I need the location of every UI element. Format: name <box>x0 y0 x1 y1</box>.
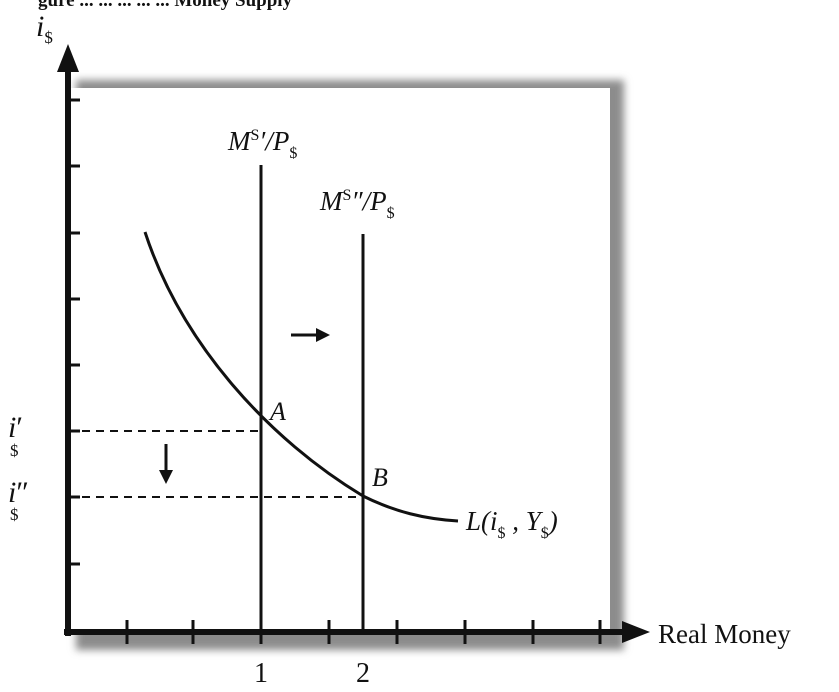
x-axis-ticks <box>125 620 602 644</box>
shift-right-arrow-icon <box>291 328 330 342</box>
down-arrow-icon <box>159 444 173 484</box>
y-axis-ticks <box>68 98 80 566</box>
y-axis-arrowhead <box>57 44 79 72</box>
point-label-a: A <box>268 397 286 426</box>
money-supply-label-1: MS′/P$ <box>227 126 297 162</box>
plot-panel <box>68 88 610 634</box>
rate-label-i2-subscript: $ <box>10 505 19 524</box>
x-axis-label: Real Money <box>658 619 791 649</box>
y-axis-symbol: i <box>36 10 44 43</box>
rate-label-i1-subscript: $ <box>10 441 19 460</box>
x-tick-label-1: 1 <box>254 658 268 689</box>
point-label-b: B <box>372 463 388 492</box>
figure-title-fragment: gure ... ... ... ... ... Money Supply <box>38 0 293 11</box>
x-axis-arrowhead <box>622 621 650 643</box>
y-axis-label: i$ <box>36 10 53 47</box>
y-axis-subscript: $ <box>44 28 53 47</box>
money-demand-label: L(i$ , Y$) <box>465 506 558 542</box>
money-supply-label-2: MS″/P$ <box>319 186 395 222</box>
rate-label-i2: i″ <box>8 476 29 509</box>
rate-label-i1: i′ <box>8 411 23 444</box>
x-tick-label-2: 2 <box>356 658 370 689</box>
money-demand-curve <box>143 231 459 523</box>
